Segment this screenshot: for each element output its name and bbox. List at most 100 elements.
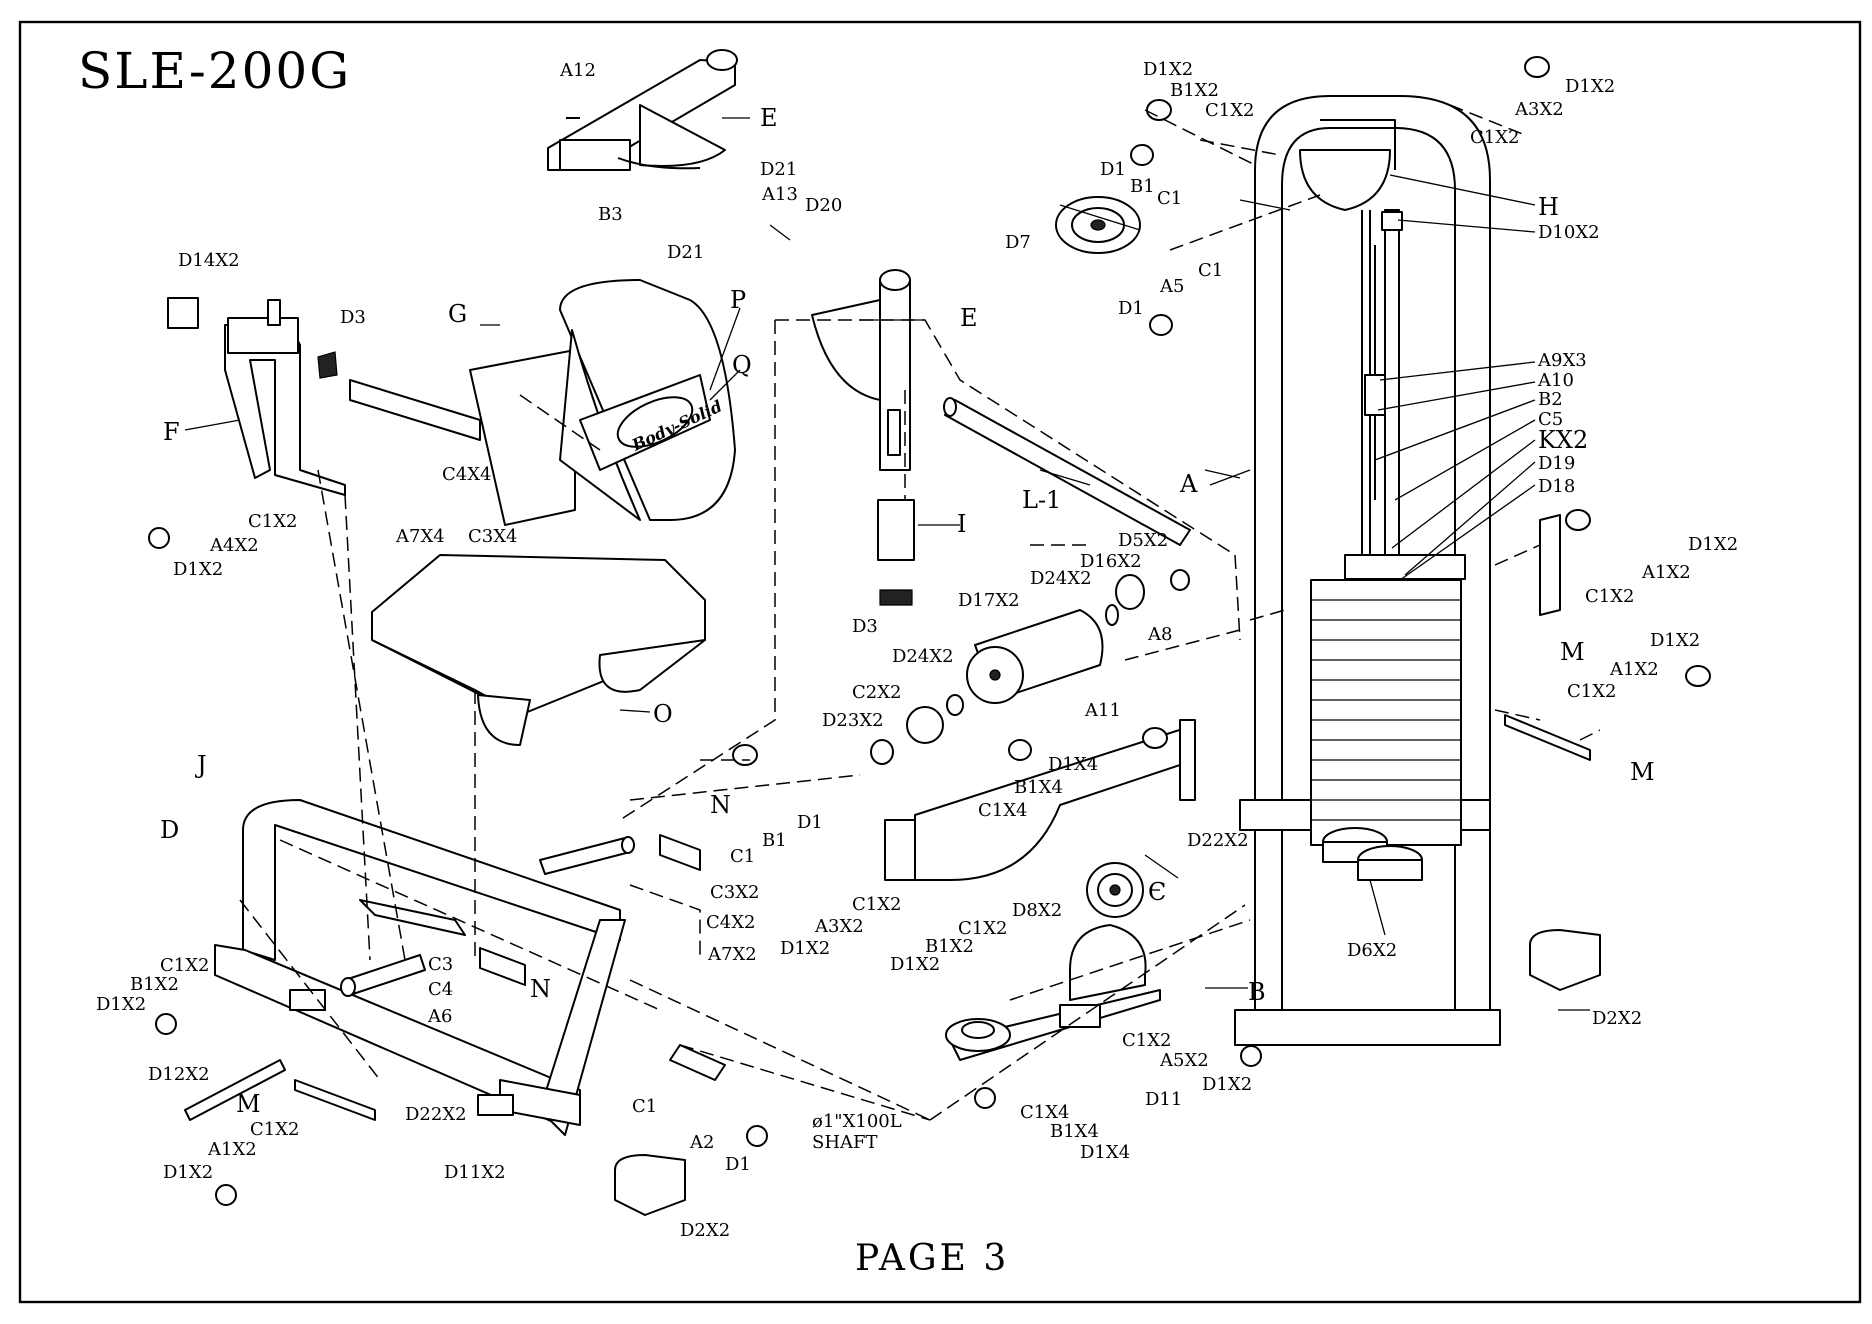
label-A8: A8 [1147,624,1172,645]
label-A11: A11 [1084,700,1121,721]
label-M-a: M [1560,638,1585,666]
label-C: C [1148,878,1166,906]
label-C1X2-h: C1X2 [160,955,210,976]
label-H: H [1538,193,1559,221]
leader-lines [184,117,1590,1011]
label-D1X2-h: D1X2 [96,994,146,1015]
label-D12X2: D12X2 [148,1064,210,1085]
label-D8X2: D8X2 [1012,900,1062,921]
top-pulley-arm-e [547,49,738,171]
bar-l1 [943,397,1191,546]
label-D22X2-a: D22X2 [1187,830,1249,851]
feet-d2 [614,929,1601,1216]
label-B1X4-b: B1X4 [1050,1121,1099,1142]
label-D20: D20 [805,195,842,216]
label-A10: A10 [1537,370,1574,391]
label-D1X2-d: D1X2 [1688,534,1738,555]
label-C1X2-e: C1X2 [1567,681,1617,702]
label-A: A [1179,470,1198,498]
label-C2X2: C2X2 [852,682,902,703]
label-C3X4: C3X4 [468,526,518,547]
label-D1X2-g: D1X2 [890,954,940,975]
label-D14X2: D14X2 [178,250,240,271]
label-D1-d: D1 [725,1154,751,1175]
label-A5: A5 [1159,276,1184,297]
label-D6X2: D6X2 [1347,940,1397,961]
roller-pad-d17 [870,569,1190,765]
label-I: I [957,510,966,538]
label-M-c: M [236,1090,261,1118]
label-D17X2: D17X2 [958,590,1020,611]
pulley-d7 [1055,196,1141,254]
label-G: G [448,300,467,328]
label-P: P [730,286,746,314]
label-N-a: N [710,791,731,819]
label-KX2: KX2 [1538,426,1588,454]
label-M-b: M [1630,758,1655,786]
label-A1X2-a: A1X2 [1641,562,1691,583]
label-C1X2-b: C1X2 [1470,127,1520,148]
label-C4X2: C4X2 [706,912,756,933]
label-D24X2-a: D24X2 [1030,568,1092,589]
seat-pad-o [371,554,706,746]
label-J: J [194,751,207,779]
label-D7: D7 [1005,232,1031,253]
label-D1X4-a: D1X4 [1048,754,1098,775]
label-D23X2: D23X2 [822,710,884,731]
label-C1X2-d: C1X2 [1585,586,1635,607]
label-D1-c: D1 [797,812,823,833]
label-D1X2-j: D1X2 [163,1162,213,1183]
label-D2X2-b: D2X2 [680,1220,730,1241]
label-B1X4-a: B1X4 [1014,777,1063,798]
label-B1X2-b: B1X2 [925,936,974,957]
label-D2X2-a: D2X2 [1592,1008,1642,1029]
label-A6: A6 [427,1006,452,1027]
label-A9X3: A9X3 [1537,350,1587,371]
label-D19: D19 [1538,453,1575,474]
page-number: PAGE 3 [855,1238,1009,1279]
label-O: O [653,700,673,728]
assembly-guide-lines [239,104,1601,1121]
label-F: F [163,418,180,446]
plates-m [294,514,1591,1121]
label-D18: D18 [1538,476,1575,497]
label-D11X2: D11X2 [444,1162,506,1183]
label-D1X2-a: D1X2 [1143,59,1193,80]
label-D3-a: D3 [340,307,366,328]
label-B1-b: B1 [762,830,787,851]
label-C1-a: C1 [1157,188,1182,209]
label-C1X2-j: C1X2 [250,1119,300,1140]
shaft-note-line1: ø1"X100L [812,1111,902,1132]
label-D21-a: D21 [760,159,797,180]
label-B1X2-c: B1X2 [130,974,179,995]
label-C1X4-b: C1X4 [1020,1102,1070,1123]
label-D1X4-b: D1X4 [1080,1142,1130,1163]
label-D1X2-f: D1X2 [780,938,830,959]
back-pad-assembly: Body-Solid [349,279,736,526]
label-Q: Q [732,351,752,379]
label-B1X2-a: B1X2 [1170,80,1219,101]
label-C3X2: C3X2 [710,882,760,903]
label-B1-a: B1 [1130,176,1155,197]
label-A7X2: A7X2 [707,944,757,965]
label-A5X2: A5X2 [1159,1050,1209,1071]
part-labels: A12 E D21 A13 D20 D21 B3 D1X2 B1X2 C1X2 … [96,59,1738,1241]
label-C1X2-a: C1X2 [1205,100,1255,121]
label-D24X2-b: D24X2 [892,646,954,667]
label-C1X2-f: C1X2 [852,894,902,915]
model-title: SLE-200G [78,42,351,100]
label-D16X2: D16X2 [1080,551,1142,572]
label-A4X2: A4X2 [209,535,259,556]
label-D11: D11 [1145,1089,1182,1110]
label-C1X4-a: C1X4 [978,800,1028,821]
label-D10X2: D10X2 [1538,222,1600,243]
label-B3: B3 [598,204,623,225]
pivot-arm-f [167,297,346,496]
label-C4: C4 [428,979,453,1000]
label-A7X4: A7X4 [395,526,445,547]
label-C1-c: C1 [730,846,755,867]
label-C4X4: C4X4 [442,464,492,485]
label-D3-b: D3 [852,616,878,637]
label-D5X2: D5X2 [1118,530,1168,551]
